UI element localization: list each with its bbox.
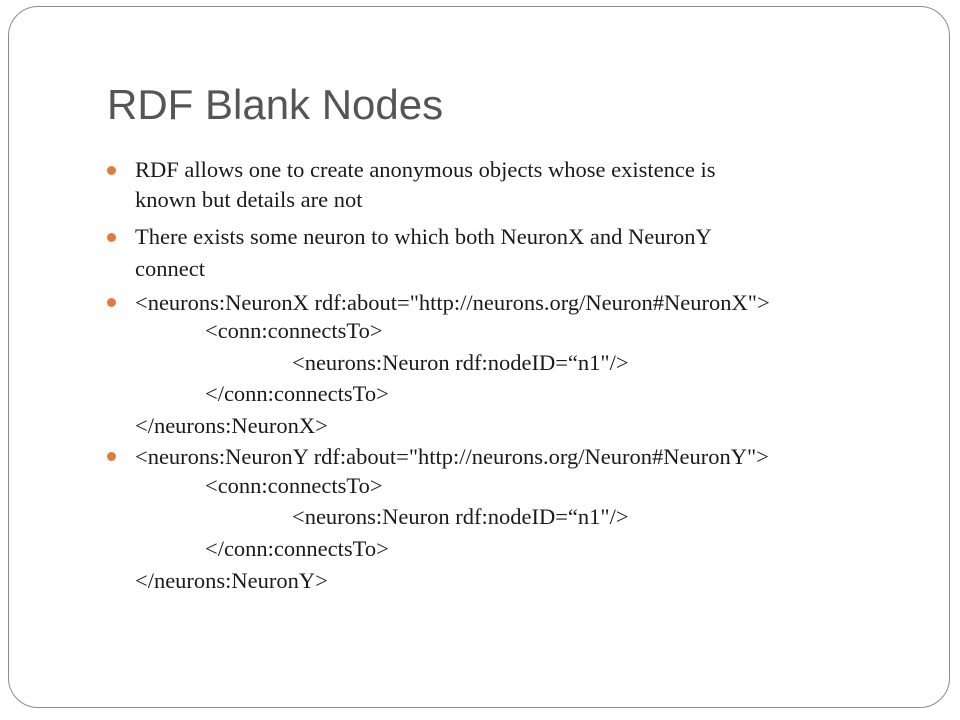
bullet-marker bbox=[107, 233, 116, 242]
bullet-marker bbox=[107, 452, 116, 461]
neurony-connects-close: </conn:connectsTo> bbox=[205, 536, 389, 561]
neuronx-connects-open: <conn:connectsTo> bbox=[205, 318, 383, 343]
neurony-neuron-node: <neurons:Neuron rdf:nodeID=“n1"/> bbox=[292, 504, 629, 529]
bullet-1-line-2: known but details are not bbox=[135, 187, 363, 212]
bullet-2-line-2: connect bbox=[135, 256, 205, 281]
bullet-marker bbox=[107, 298, 116, 307]
bullet-2-line-1: There exists some neuron to which both N… bbox=[135, 224, 712, 249]
neuronx-open-tag: <neurons:NeuronX rdf:about="http://neuro… bbox=[135, 290, 770, 315]
neurony-close-tag: </neurons:NeuronY> bbox=[135, 568, 328, 593]
neuronx-neuron-node: <neurons:Neuron rdf:nodeID=“n1"/> bbox=[292, 350, 629, 375]
bullet-marker bbox=[107, 166, 116, 175]
neuronx-connects-close: </conn:connectsTo> bbox=[205, 381, 389, 406]
neurony-connects-open: <conn:connectsTo> bbox=[205, 473, 383, 498]
slide-title: RDF Blank Nodes bbox=[107, 81, 444, 128]
neuronx-close-tag: </neurons:NeuronX> bbox=[135, 413, 328, 438]
bullet-1-line-1: RDF allows one to create anonymous objec… bbox=[135, 157, 716, 182]
slide-frame bbox=[8, 6, 950, 708]
neurony-open-tag: <neurons:NeuronY rdf:about="http://neuro… bbox=[135, 444, 769, 469]
